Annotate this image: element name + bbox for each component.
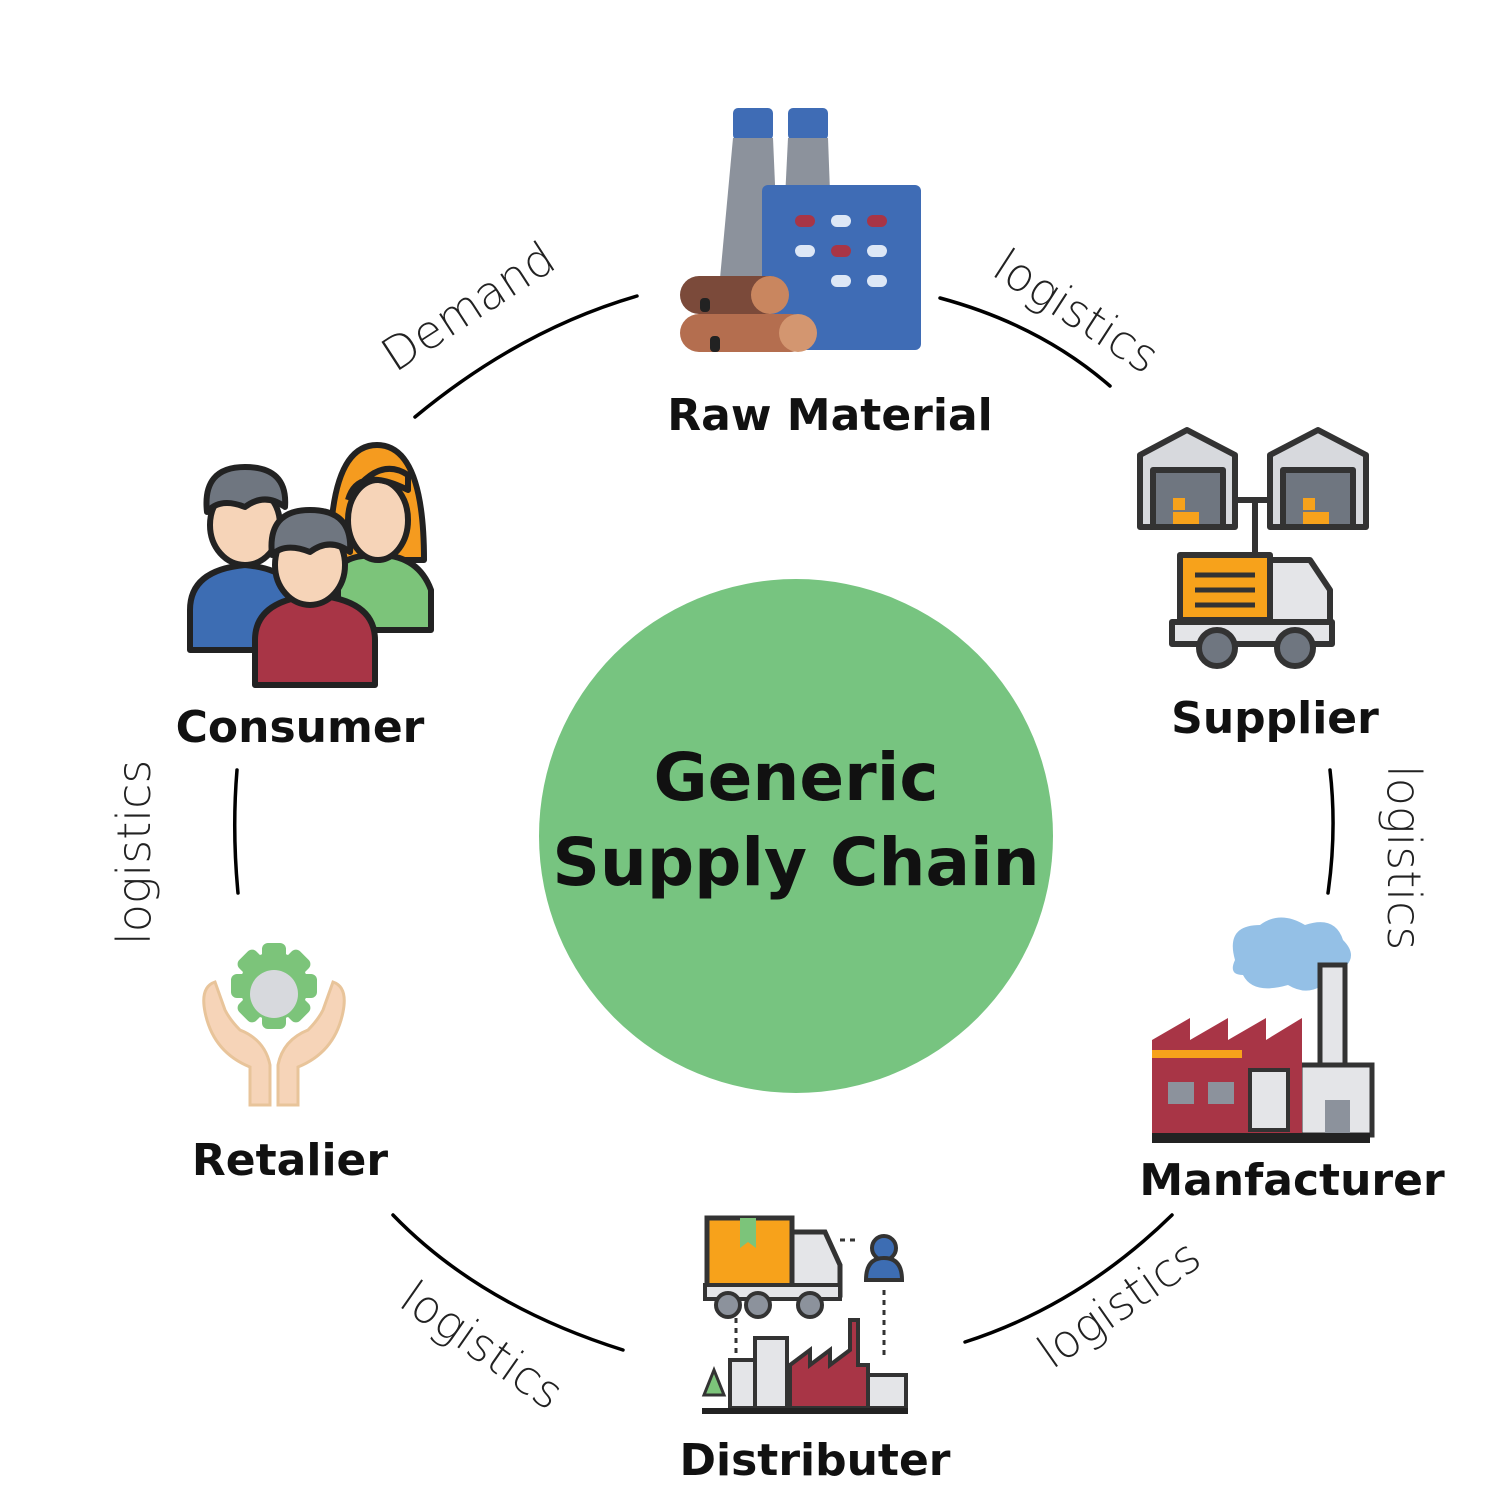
smoking-factory-icon [1152,917,1375,1143]
node-label-raw-material: Raw Material [667,390,992,441]
factory-logs-icon [680,108,921,352]
arc-consumer-raw-material [413,294,639,419]
node-label-manufacturer: Manfacturer [1139,1155,1445,1206]
node-label-distributer: Distributer [679,1435,950,1486]
arc-manufacturer-distributer [963,1213,1174,1344]
arc-retailer-consumer [232,768,240,895]
center-node: Generic Supply Chain [539,579,1053,1093]
delivery-truck-city-icon [701,1215,908,1414]
warehouse-truck-icon [1137,427,1369,669]
people-group-icon [187,442,434,688]
edge-label-logistics-retailer-consumer: logistics [107,760,161,945]
truck-cargo-lines [1195,572,1255,608]
node-label-supplier: Supplier [1171,693,1379,744]
arc-supplier-manufacturer [1326,768,1335,895]
arc-raw-material-supplier [938,296,1112,388]
connector-arcs [232,294,1335,1352]
hands-gear-icon [202,943,346,1107]
warehouse-boxes [1173,498,1329,524]
center-title-line1: Generic [654,739,939,816]
edge-label-logistics-raw-supplier: logistics [984,238,1169,384]
node-label-consumer: Consumer [176,702,425,753]
edge-label-demand: Demand [372,231,565,383]
edge-label-logistics-supplier-manufacturer: logistics [1377,765,1431,950]
node-label-retailer: Retalier [192,1135,388,1186]
arc-distributer-retailer [391,1213,625,1352]
center-circle [539,579,1053,1093]
edge-label-logistics-distributer-retailer: logistics [391,1270,574,1421]
center-title-line2: Supply Chain [552,824,1039,901]
